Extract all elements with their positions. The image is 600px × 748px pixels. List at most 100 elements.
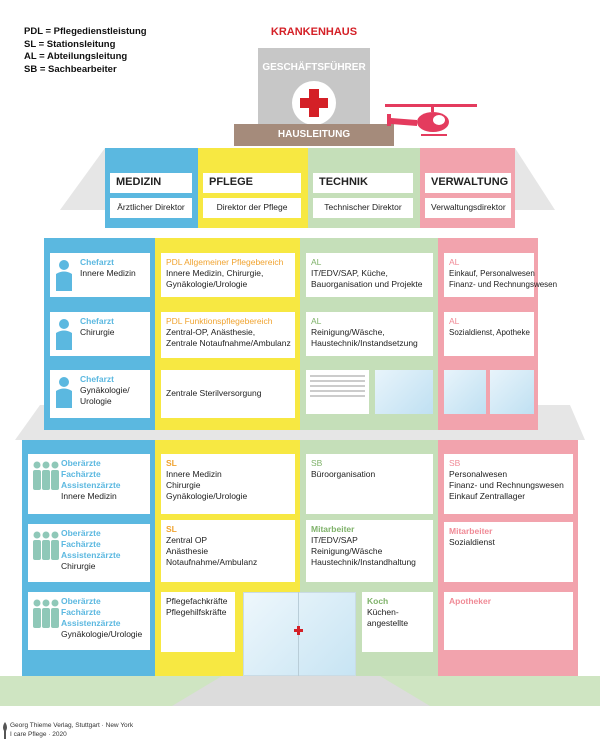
role-text: Chirurgie: [166, 480, 201, 490]
role-text: IT/EDV/SAP, Küche,: [311, 268, 388, 278]
role-label: Mitarbeiter: [311, 524, 355, 534]
role-label: SB: [311, 458, 323, 468]
role-label: PDL Allgemeiner Pflegebereich: [166, 257, 284, 267]
role-label: AL: [311, 257, 322, 267]
legend-item: SB = Sachbearbeiter: [24, 63, 117, 75]
role-label: AL: [449, 316, 460, 326]
role-label: Chefarzt: [80, 374, 115, 384]
role-text: Pflegefachkräfte: [166, 596, 228, 606]
role-label: Fachärzte: [61, 469, 101, 479]
pdl-box: PDL Allgemeiner Pflegebereich Innere Med…: [161, 253, 295, 297]
legend-item: PDL = Pflegedienstleistung: [24, 26, 147, 37]
role-text: Innere Medizin: [166, 469, 222, 479]
role-text: Küchen-: [367, 607, 399, 617]
role-text: Haustechnik/Instandsetzung: [311, 338, 418, 348]
department-name: MEDIZIN: [110, 173, 192, 193]
doctors-group-icon: [33, 531, 59, 560]
sb-box: SB Personalwesen Finanz- und Rechnungswe…: [444, 454, 573, 514]
department-head: Ärztlicher Direktor: [110, 198, 192, 218]
helicopter-icon: [385, 104, 477, 136]
doctor-icon: [56, 260, 72, 291]
role-label: Assistenzärzte: [61, 480, 121, 490]
role-text: Gynäkologie/Urologie: [166, 279, 248, 289]
role-text: Gynäkologie/Urologie: [166, 491, 248, 501]
department-name: VERWALTUNG: [425, 173, 511, 193]
role-text: Personalwesen: [449, 469, 508, 479]
al-box: AL IT/EDV/SAP, Küche, Bauorganisation un…: [306, 253, 433, 297]
pdl-box: PDL Funktionspflegebereich Zentral-OP, A…: [161, 312, 295, 358]
role-text: Finanz- und Rechnungswesen: [449, 280, 558, 289]
role-label: Assistenzärzte: [61, 618, 121, 628]
role-text: Reinigung/Wäsche: [311, 546, 383, 556]
role-label: Assistenzärzte: [61, 550, 121, 560]
abbreviation-legend: PDL = Pflegedienstleistung SL = Stations…: [24, 26, 147, 76]
role-text: Zentral OP: [166, 535, 208, 545]
role-label: Fachärzte: [61, 539, 101, 549]
al-box: AL Reinigung/Wäsche, Haustechnik/Instand…: [306, 312, 433, 356]
department-head: Technischer Direktor: [313, 198, 413, 218]
role-text: Chirurgie: [61, 561, 96, 571]
role-text: Innere Medizin: [61, 491, 117, 501]
role-label: AL: [449, 257, 460, 267]
credit-line: I care Pflege · 2020: [10, 730, 67, 738]
credit-line: Georg Thieme Verlag, Stuttgart · New Yor…: [10, 722, 134, 729]
sterilization-box: Zentrale Sterilversorgung: [161, 370, 295, 418]
window: [444, 370, 486, 414]
role-label: Chefarzt: [80, 257, 115, 267]
legend-item: SL = Stationsleitung: [24, 38, 116, 50]
window: [490, 370, 534, 414]
role-label: Koch: [367, 596, 389, 606]
department-name: PFLEGE: [203, 173, 301, 193]
cross-horizontal: [300, 98, 328, 108]
window: [375, 370, 433, 414]
nursing-staff-box: Pflegefachkräfte Pflegehilfskräfte: [161, 592, 235, 652]
role-text: Innere Medizin: [80, 268, 136, 278]
role-text: Bauorganisation und Projekte: [311, 279, 423, 289]
role-label: Oberärzte: [61, 596, 101, 606]
department-name: TECHNIK: [313, 173, 413, 193]
legend-item: AL = Abteilungsleitung: [24, 51, 128, 62]
role-label: Oberärzte: [61, 528, 101, 538]
sb-box: SB Büroorganisation: [306, 454, 433, 514]
role-text: Innere Medizin, Chirurgie,: [166, 268, 264, 278]
role-text: Zentral-OP, Anästhesie,: [166, 327, 256, 337]
role-label: AL: [311, 316, 322, 326]
path: [172, 676, 430, 706]
department-head: Verwaltungsdirektor: [425, 198, 511, 218]
sl-box: SL Innere Medizin Chirurgie Gynäkologie/…: [161, 454, 295, 514]
role-text: IT/EDV/SAP: [311, 535, 358, 545]
door-cross-v: [297, 626, 300, 635]
role-text: angestellte: [367, 618, 409, 628]
department-head: Direktor der Pflege: [203, 198, 301, 218]
role-text: Haustechnik/Instandhaltung: [311, 557, 416, 567]
al-box: AL Sozialdienst, Apotheke: [444, 312, 534, 356]
role-text: Notaufnahme/Ambulanz: [166, 557, 258, 567]
employee-box: Mitarbeiter Sozialdienst: [444, 522, 573, 582]
role-label: SL: [166, 524, 177, 534]
management-bar: [234, 124, 394, 146]
management-label: HAUSLEITUNG: [277, 129, 351, 140]
role-label: Mitarbeiter: [449, 526, 493, 536]
role-text: Gynäkologie/: [80, 385, 130, 395]
role-text: Finanz- und Rechnungswesen: [449, 480, 564, 490]
role-text: Anästhesie: [166, 546, 209, 556]
role-text: Sozialdienst, Apotheke: [449, 328, 530, 337]
role-label: SL: [166, 458, 177, 468]
role-text: Einkauf Zentrallager: [449, 491, 526, 501]
doctors-group-icon: [33, 461, 59, 490]
publisher-credit: Georg Thieme Verlag, Stuttgart · New Yor…: [10, 722, 133, 739]
role-text: Zentrale Sterilversorgung: [166, 388, 262, 398]
role-text: Reinigung/Wäsche,: [311, 327, 385, 337]
role-label: PDL Funktionspflegebereich: [166, 316, 273, 326]
role-text: Büroorganisation: [311, 469, 376, 479]
role-label: Chefarzt: [80, 316, 115, 326]
window-blind: [306, 370, 369, 414]
role-label: Fachärzte: [61, 607, 101, 617]
al-box: AL Einkauf, Personalwesen Finanz- und Re…: [444, 253, 558, 297]
role-label: Oberärzte: [61, 458, 101, 468]
doctors-group-icon: [33, 599, 59, 628]
pharmacist-box: Apotheker: [444, 592, 573, 650]
role-text: Sozialdienst: [449, 537, 495, 547]
ceo-label: GESCHÄFTSFÜHRER: [262, 62, 366, 73]
doctor-icon: [56, 319, 72, 350]
